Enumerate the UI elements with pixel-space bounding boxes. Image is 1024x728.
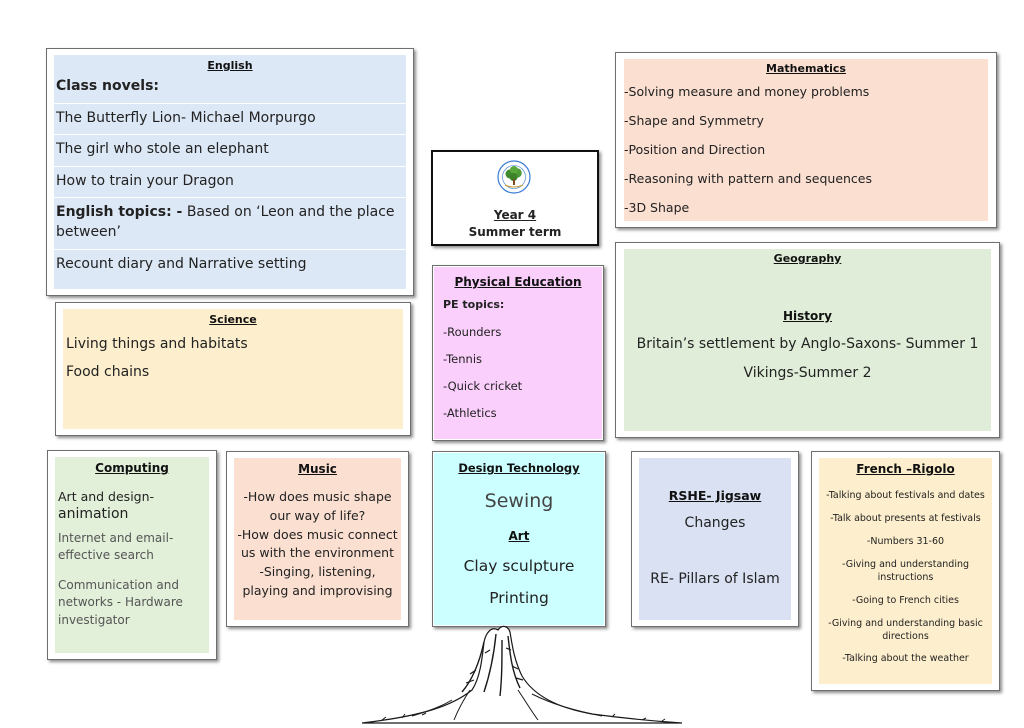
novel-item: How to train your Dragon: [54, 167, 406, 199]
french-item: -Numbers 31-60: [866, 536, 945, 547]
science-box: Science Living things and habitats Food …: [55, 302, 411, 436]
computing-item: animation: [58, 506, 129, 522]
pe-topics-label: PE topics:: [443, 298, 505, 311]
english-topics-label: English topics: -: [56, 204, 183, 221]
maths-item: -Reasoning with pattern and sequences: [624, 171, 873, 186]
english-topics-text: Based on ‘Leon and the place between’: [56, 204, 395, 240]
rshe-panel: RSHE- Jigsaw Changes RE- Pillars of Isla…: [639, 458, 791, 620]
school-logo: [497, 160, 531, 194]
english-extra: Recount diary and Narrative setting: [56, 255, 307, 272]
history-item: Britain’s settlement by Anglo-Saxons- Su…: [636, 336, 979, 352]
history-title: History: [782, 309, 833, 323]
english-panel: English Class novels: The Butterfly Lion…: [54, 55, 406, 289]
computing-item: Art and design-: [58, 489, 155, 504]
novel-item: The girl who stole an elephant: [54, 135, 406, 167]
pe-item: -Tennis: [443, 352, 483, 366]
history-item: Vikings-Summer 2: [743, 365, 872, 381]
maths-item: -3D Shape: [624, 200, 690, 215]
rshe-title: RSHE- Jigsaw: [668, 488, 762, 503]
art-item: Printing: [489, 589, 549, 607]
science-item: Living things and habitats: [66, 336, 248, 352]
french-panel: French –Rigolo -Talking about festivals …: [819, 458, 992, 684]
term-label: Summer term: [468, 225, 562, 239]
computing-box: Computing Art and design- animation Inte…: [47, 450, 217, 660]
centre-box: Year 4 Summer term: [431, 150, 599, 246]
maths-title: Mathematics: [766, 62, 846, 75]
french-item: -Talking about festivals and dates: [826, 490, 985, 501]
english-title: English: [207, 59, 253, 72]
french-item: -Giving and understanding basic directio…: [828, 617, 983, 642]
french-item: -Giving and understanding instructions: [841, 559, 970, 584]
computing-title: Computing: [95, 461, 169, 475]
maths-item: -Shape and Symmetry: [624, 113, 764, 128]
music-item: -How does music shape our way of life?: [243, 489, 392, 523]
year-label: Year 4: [493, 208, 537, 222]
pe-item: -Quick cricket: [443, 379, 523, 393]
art-title: Art: [508, 529, 530, 543]
science-item: Food chains: [66, 364, 150, 380]
maths-item: -Position and Direction: [624, 142, 766, 157]
french-title: French –Rigolo: [856, 462, 955, 476]
tree-trunk-illustration: [361, 620, 683, 728]
music-item: -How does music connect us with the envi…: [237, 526, 398, 561]
pe-item: -Athletics: [443, 406, 497, 420]
computing-panel: Computing Art and design- animation Inte…: [55, 457, 209, 653]
pe-title: Physical Education: [454, 275, 582, 289]
music-title: Music: [298, 462, 337, 476]
re-item: RE- Pillars of Islam: [650, 571, 780, 587]
english-box: English Class novels: The Butterfly Lion…: [46, 48, 414, 296]
rshe-box: RSHE- Jigsaw Changes RE- Pillars of Isla…: [631, 451, 799, 627]
pe-item: -Rounders: [443, 325, 502, 339]
pe-panel: Physical Education PE topics: -Rounders …: [434, 267, 602, 439]
dt-title: Design Technology: [458, 461, 580, 475]
music-item: -Singing, listening, playing and improvi…: [242, 564, 393, 598]
computing-item: Internet and email-effective search: [58, 531, 174, 563]
novel-item: The Butterfly Lion- Michael Morpurgo: [54, 104, 406, 136]
pe-box: Physical Education PE topics: -Rounders …: [432, 265, 604, 441]
maths-panel: Mathematics -Solving measure and money p…: [624, 59, 988, 221]
class-novels-label: Class novels:: [54, 72, 406, 104]
french-item: -Talking about the weather: [842, 653, 969, 665]
french-item: -Talk about presents at festivals: [830, 513, 981, 524]
rshe-item: Changes: [684, 515, 746, 531]
french-box: French –Rigolo -Talking about festivals …: [811, 451, 1000, 691]
computing-item: Communication and networks - Hardware in…: [58, 577, 183, 627]
dt-box: Design Technology Sewing Art Clay sculpt…: [432, 451, 606, 627]
art-item: Clay sculpture: [463, 557, 575, 575]
science-panel: Science Living things and habitats Food …: [63, 309, 403, 429]
music-panel: Music -How does music shape our way of l…: [234, 458, 401, 620]
maths-item: -Solving measure and money problems: [624, 84, 870, 99]
french-item: -Going to French cities: [852, 594, 959, 606]
maths-box: Mathematics -Solving measure and money p…: [615, 52, 997, 228]
dt-item: Sewing: [484, 490, 554, 512]
geography-panel: Geography History Britain’s settlement b…: [624, 249, 991, 431]
music-box: Music -How does music shape our way of l…: [226, 451, 409, 627]
dt-panel: Design Technology Sewing Art Clay sculpt…: [434, 453, 604, 625]
geography-box: Geography History Britain’s settlement b…: [615, 242, 1000, 438]
geography-title: Geography: [773, 252, 842, 265]
science-title: Science: [209, 313, 257, 326]
english-topics: English topics: - Based on ‘Leon and the…: [54, 198, 406, 250]
